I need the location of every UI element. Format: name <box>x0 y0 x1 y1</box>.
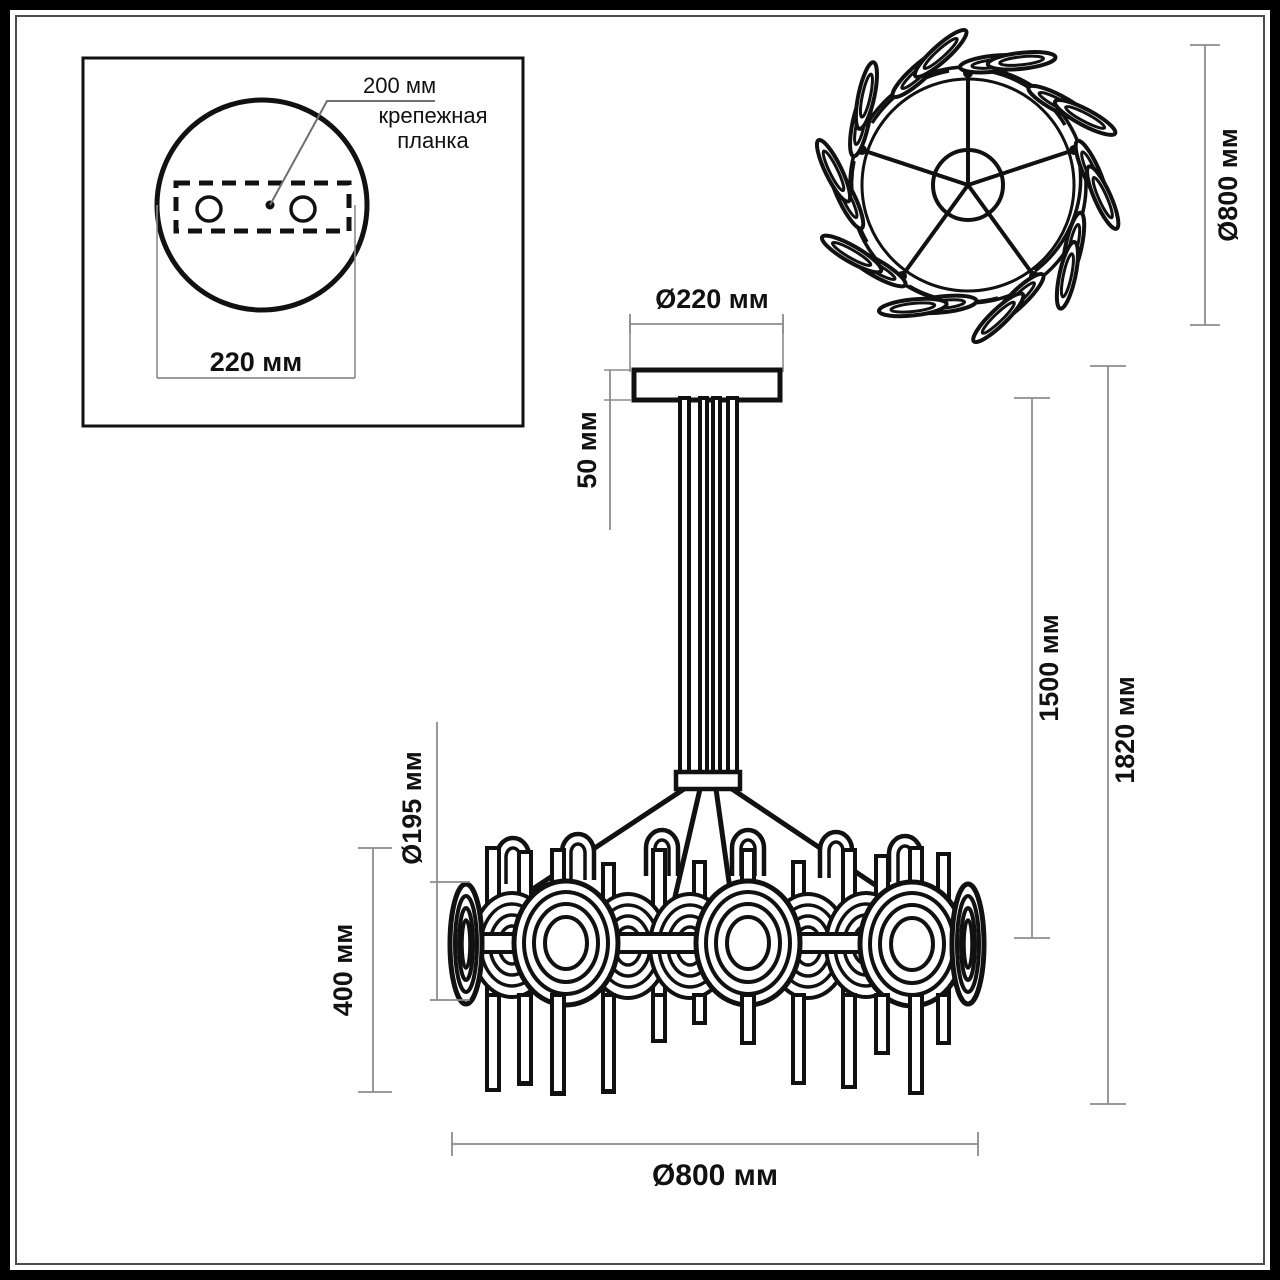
total-height-label: 1820 мм <box>1110 676 1140 784</box>
mounting-plate-inset: 200 мм крепежная планка 220 мм <box>81 56 525 428</box>
band-lower-rods <box>485 993 951 1095</box>
top-view-spokes <box>857 68 1079 281</box>
front-view: Ø220 мм 50 мм <box>328 284 1140 1192</box>
band-main-rings <box>450 881 984 1006</box>
bracket-name-label-line1: крепежная <box>378 103 487 128</box>
bracket-name-label-line2: планка <box>397 128 469 153</box>
mounting-bracket-outline <box>173 180 352 234</box>
top-view: Ø800 мм <box>809 22 1243 350</box>
suspension-rods <box>678 396 739 778</box>
top-view-diameter-label: Ø800 мм <box>1213 128 1243 242</box>
canopy-plan-circle <box>154 97 370 313</box>
body-diameter-label: Ø800 мм <box>652 1159 778 1192</box>
canopy-plate <box>631 367 783 403</box>
screw-hole-icon <box>289 195 317 223</box>
sheet-inner-border <box>15 15 1265 1265</box>
canopy-diameter-label: Ø220 мм <box>655 284 769 314</box>
screw-hole-icon <box>195 195 223 223</box>
band-height-label: Ø195 мм <box>397 751 427 865</box>
spoke-connector-bar <box>673 769 743 792</box>
canopy-height-label: 50 мм <box>572 411 602 488</box>
canopy-plan-diameter-label: 220 мм <box>210 347 303 377</box>
suspension-height-label: 1500 мм <box>1034 614 1064 722</box>
body-height-label: 400 мм <box>328 924 358 1017</box>
bracket-leader-line <box>269 100 435 206</box>
bracket-width-label: 200 мм <box>363 73 436 98</box>
